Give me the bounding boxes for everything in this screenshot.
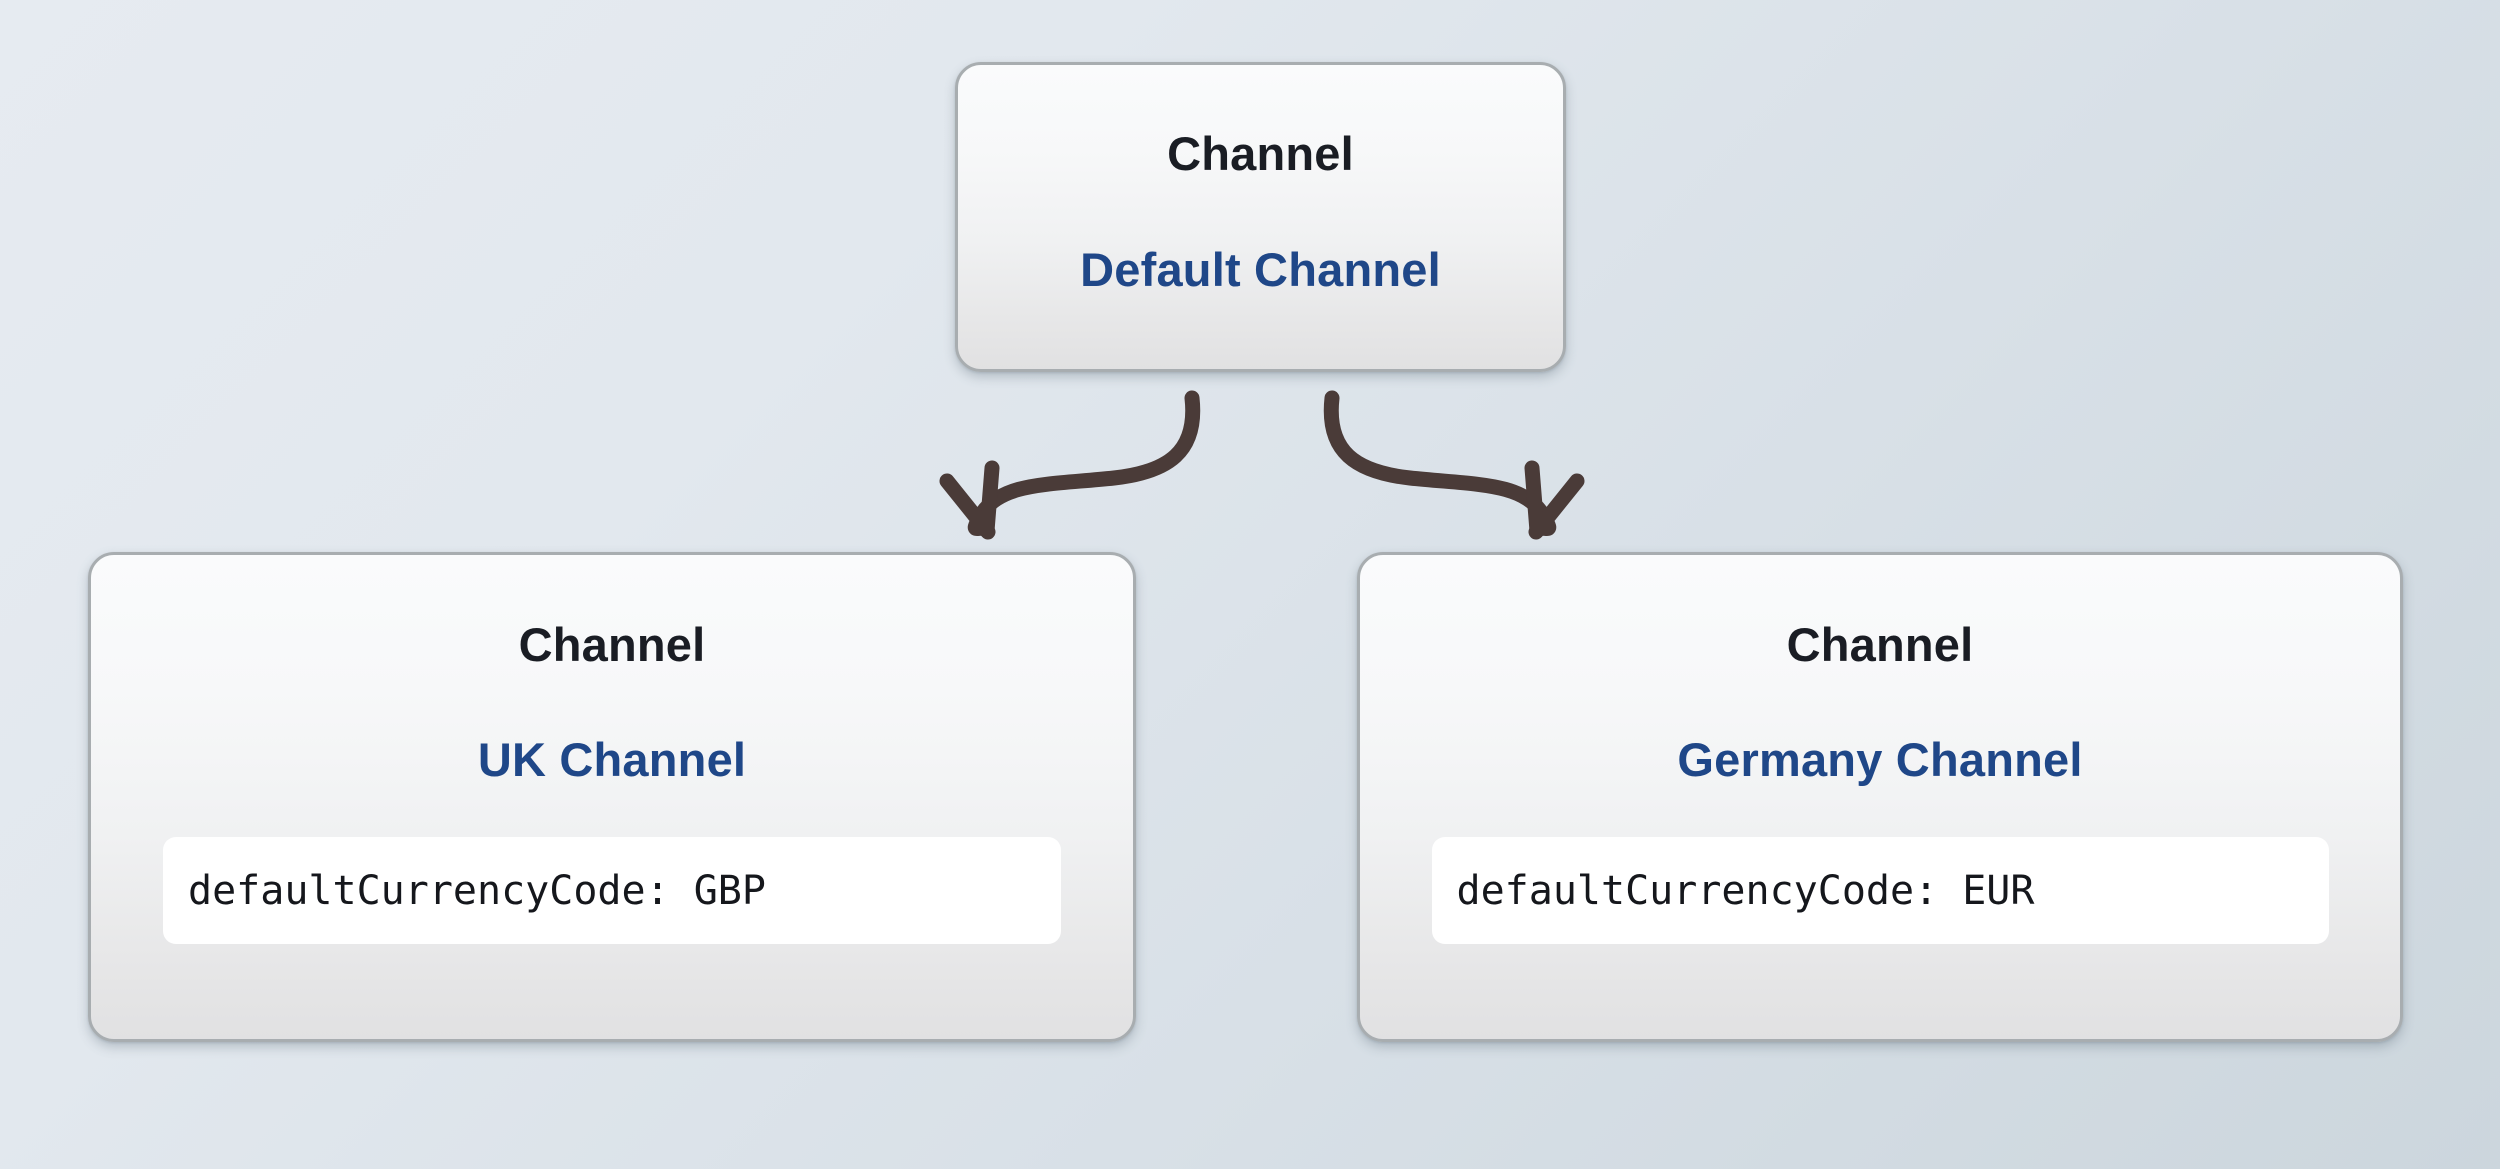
node-name-label: UK Channel <box>477 733 747 786</box>
node-type-label: Channel <box>1167 127 1354 180</box>
property-text: defaultCurrencyCode: GBP <box>188 867 766 914</box>
node-type-label: Channel <box>518 618 706 671</box>
node-name-label: Default Channel <box>1080 243 1441 296</box>
node-name-label: Germany Channel <box>1677 733 2083 786</box>
node-uk-channel[interactable]: Channel UK Channel defaultCurrencyCode: … <box>88 552 1136 1042</box>
node-germany-channel[interactable]: Channel Germany Channel defaultCurrencyC… <box>1357 552 2403 1042</box>
node-type-label: Channel <box>1786 618 1974 671</box>
node-default-channel[interactable]: Channel Default Channel <box>955 62 1566 372</box>
node-property-row: defaultCurrencyCode: GBP <box>163 837 1061 944</box>
edge-root-to-germany <box>1323 390 1585 540</box>
edge-root-to-uk <box>939 390 1201 540</box>
property-text: defaultCurrencyCode: EUR <box>1456 867 2035 914</box>
node-property-row: defaultCurrencyCode: EUR <box>1431 837 2329 944</box>
